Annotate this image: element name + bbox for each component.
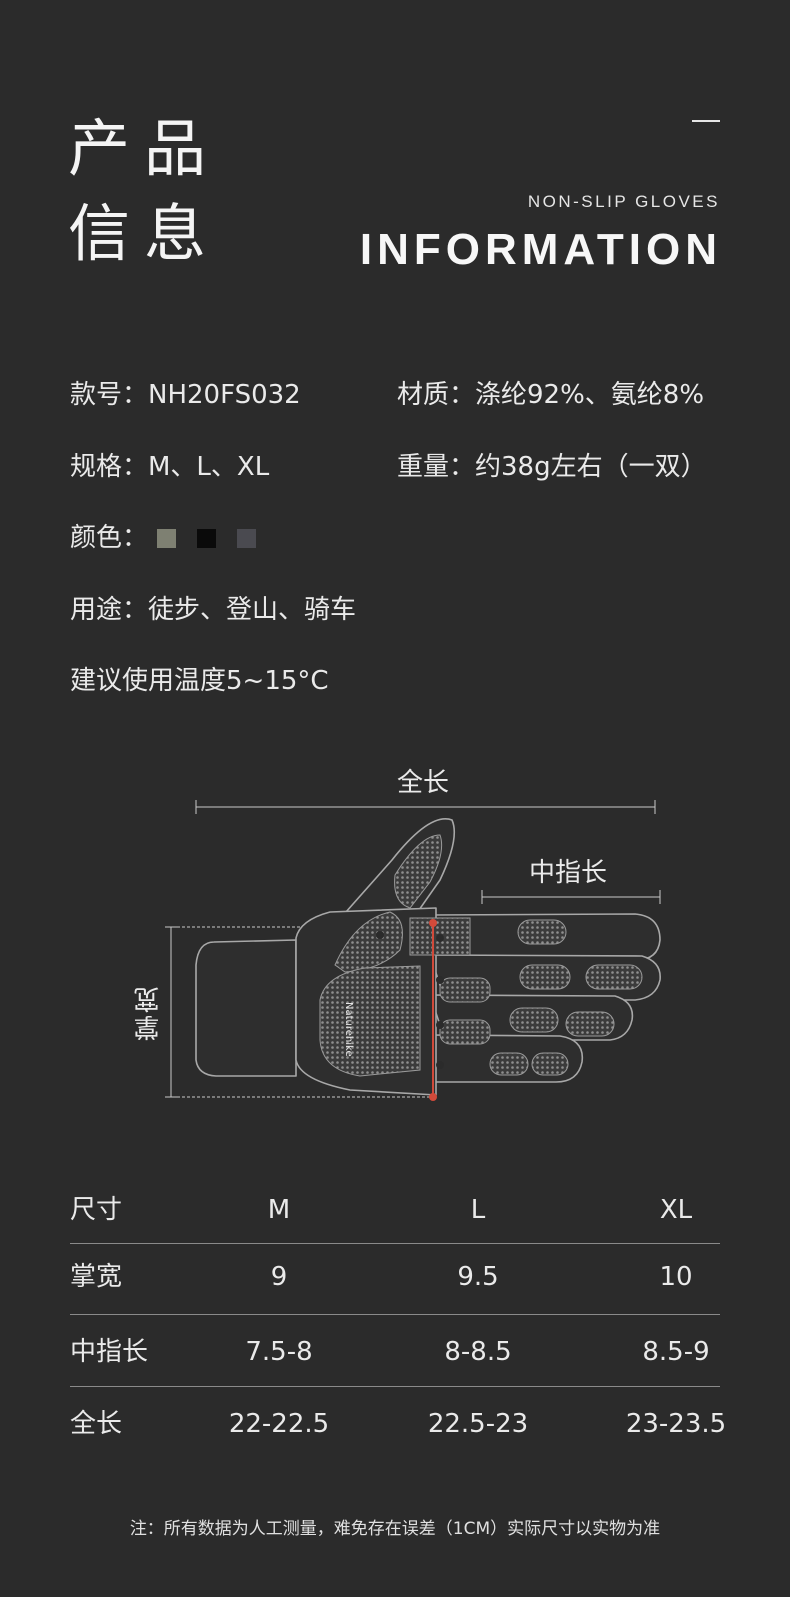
- info-weight: 重量：约38g左右（一双）: [397, 452, 707, 482]
- table-cell: 10: [659, 1262, 693, 1292]
- table-cell: 8-8.5: [444, 1337, 512, 1367]
- table-divider: [70, 1243, 720, 1244]
- grip-pads: [319, 834, 643, 1077]
- table-cell: 22-22.5: [228, 1409, 330, 1439]
- table-divider: [70, 1314, 720, 1315]
- label-full-length: 全长: [397, 768, 450, 798]
- label-middle-finger-length: 中指长: [529, 858, 608, 888]
- info-model: 款号：NH20FS032: [70, 380, 301, 410]
- table-cell: 9: [270, 1262, 288, 1292]
- glove-diagram: Naturehike: [165, 800, 661, 1101]
- table-cell: 23-23.5: [625, 1409, 727, 1439]
- brand-logo-text: Naturehike: [343, 1002, 354, 1057]
- middle-finger-dimension: [481, 890, 661, 904]
- full-length-dimension: [195, 800, 656, 814]
- table-row-label: 中指长: [70, 1337, 149, 1367]
- table-header-size: 尺寸: [70, 1195, 123, 1225]
- info-usage: 用途：徒步、登山、骑车: [70, 595, 357, 625]
- red-measure-line: [429, 919, 437, 1101]
- table-header-l: L: [470, 1195, 486, 1225]
- english-subtitle: NON-SLIP GLOVES: [527, 192, 720, 211]
- table-row-label: 掌宽: [70, 1262, 123, 1292]
- table-cell: 22.5-23: [427, 1409, 529, 1439]
- table-divider: [70, 1386, 720, 1387]
- color-swatch-black: [197, 529, 216, 548]
- table-cell: 9.5: [457, 1262, 499, 1292]
- footnote: 注：所有数据为人工测量，难免存在误差（1CM）实际尺寸以实物为准: [129, 1519, 661, 1539]
- color-swatch-gray: [237, 529, 256, 548]
- table-cell: 7.5-8: [245, 1337, 313, 1367]
- decorative-dash: [692, 120, 720, 122]
- info-material: 材质：涤纶92%、氨纶8%: [397, 380, 705, 410]
- table-header-m: M: [267, 1195, 291, 1225]
- page-title-line2: 信息: [68, 197, 221, 270]
- page-title-line1: 产品: [68, 112, 221, 185]
- table-row-label: 全长: [70, 1409, 123, 1439]
- info-color-label: 颜色：: [70, 523, 149, 553]
- table-header-xl: XL: [659, 1195, 693, 1225]
- info-temperature: 建议使用温度5~15°C: [70, 666, 329, 696]
- color-swatch-green: [157, 529, 176, 548]
- info-sizes: 规格：M、L、XL: [70, 452, 270, 482]
- english-title: INFORMATION: [359, 225, 722, 274]
- table-cell: 8.5-9: [642, 1337, 710, 1367]
